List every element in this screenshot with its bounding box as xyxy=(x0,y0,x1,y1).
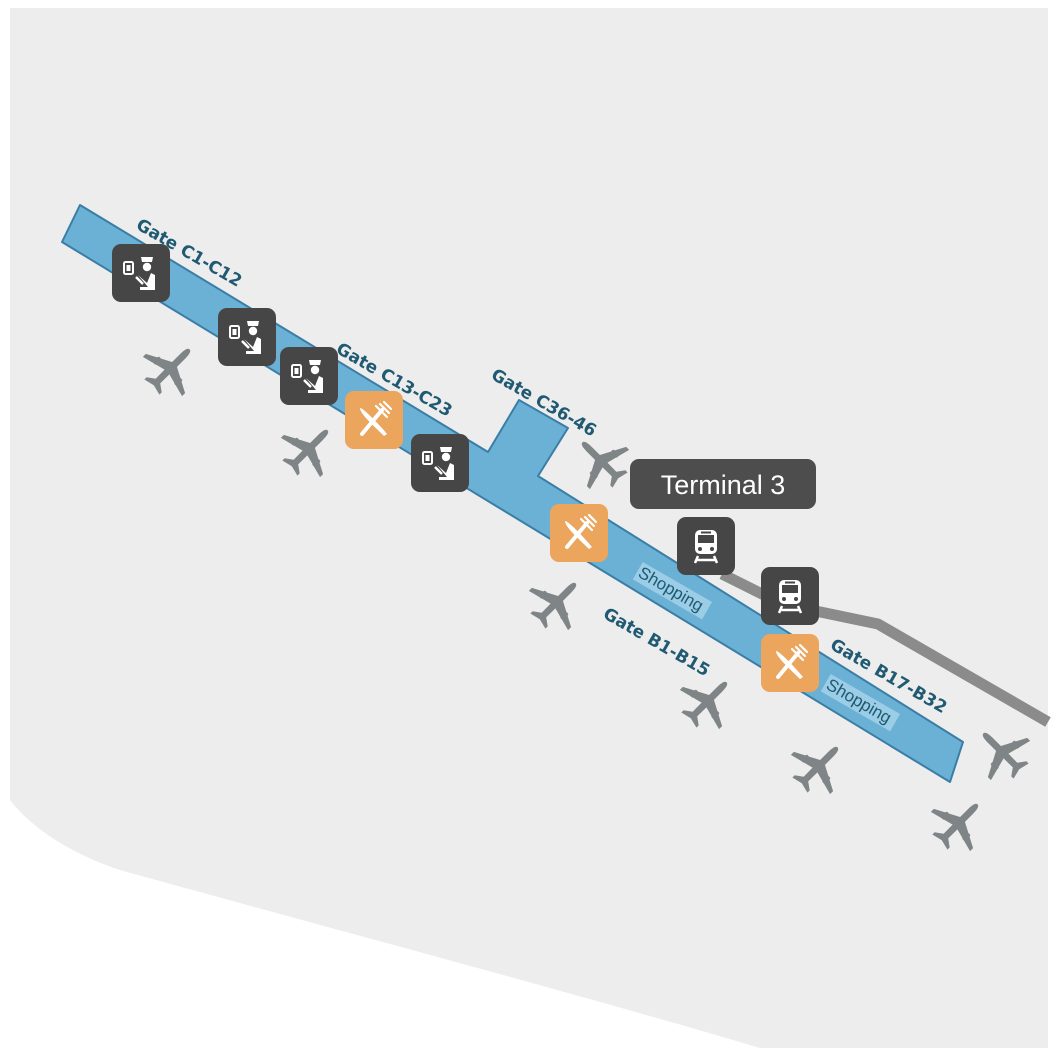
land-area xyxy=(10,8,1048,1048)
passport-control-marker[interactable] xyxy=(280,347,338,405)
rail-line xyxy=(719,569,1051,727)
restaurant-marker[interactable] xyxy=(345,391,403,449)
passport-control-marker[interactable] xyxy=(218,308,276,366)
restaurant-marker[interactable] xyxy=(550,504,608,562)
terminal-badge[interactable]: Terminal 3 xyxy=(630,459,816,509)
restaurant-marker[interactable] xyxy=(761,634,819,692)
passport-control-marker[interactable] xyxy=(112,244,170,302)
passport-control-marker[interactable] xyxy=(411,434,469,492)
train-station-marker[interactable] xyxy=(677,517,735,575)
train-station-marker[interactable] xyxy=(761,567,819,625)
terminal-label: Terminal 3 xyxy=(661,470,786,500)
